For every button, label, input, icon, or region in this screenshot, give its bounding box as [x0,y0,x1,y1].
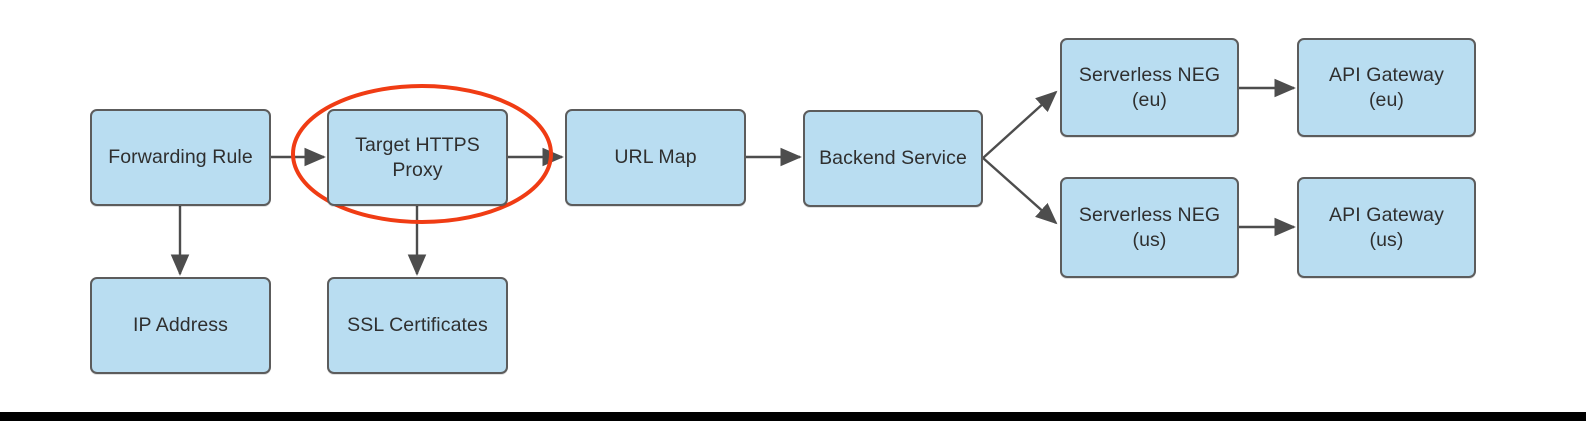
node-api-gateway-eu[interactable]: API Gateway (eu) [1297,38,1476,137]
node-api-gateway-us[interactable]: API Gateway (us) [1297,177,1476,278]
node-label: SSL Certificates [347,314,488,337]
edge-backend-to-neg-us [982,157,1058,225]
node-label: Target HTTPS Proxy [355,133,480,181]
node-label: IP Address [133,314,228,337]
node-ip-address[interactable]: IP Address [90,277,271,374]
node-label: Serverless NEG (us) [1078,203,1221,251]
node-label: Forwarding Rule [108,146,253,169]
node-label: API Gateway (us) [1329,203,1444,251]
node-forwarding-rule[interactable]: Forwarding Rule [90,109,271,206]
node-ssl-certificates[interactable]: SSL Certificates [327,277,508,374]
highlight-ellipse [291,84,553,224]
node-label: API Gateway (eu) [1329,63,1444,111]
bottom-bar [0,412,1586,421]
node-label: URL Map [614,146,697,169]
node-url-map[interactable]: URL Map [565,109,746,206]
edge-backend-to-neg-eu [982,90,1058,159]
node-target-https-proxy[interactable]: Target HTTPS Proxy [327,109,508,206]
node-label: Backend Service [819,147,967,170]
node-serverless-neg-eu[interactable]: Serverless NEG (eu) [1060,38,1239,137]
node-label: Serverless NEG (eu) [1078,63,1221,111]
node-serverless-neg-us[interactable]: Serverless NEG (us) [1060,177,1239,278]
node-backend-service[interactable]: Backend Service [803,110,983,207]
